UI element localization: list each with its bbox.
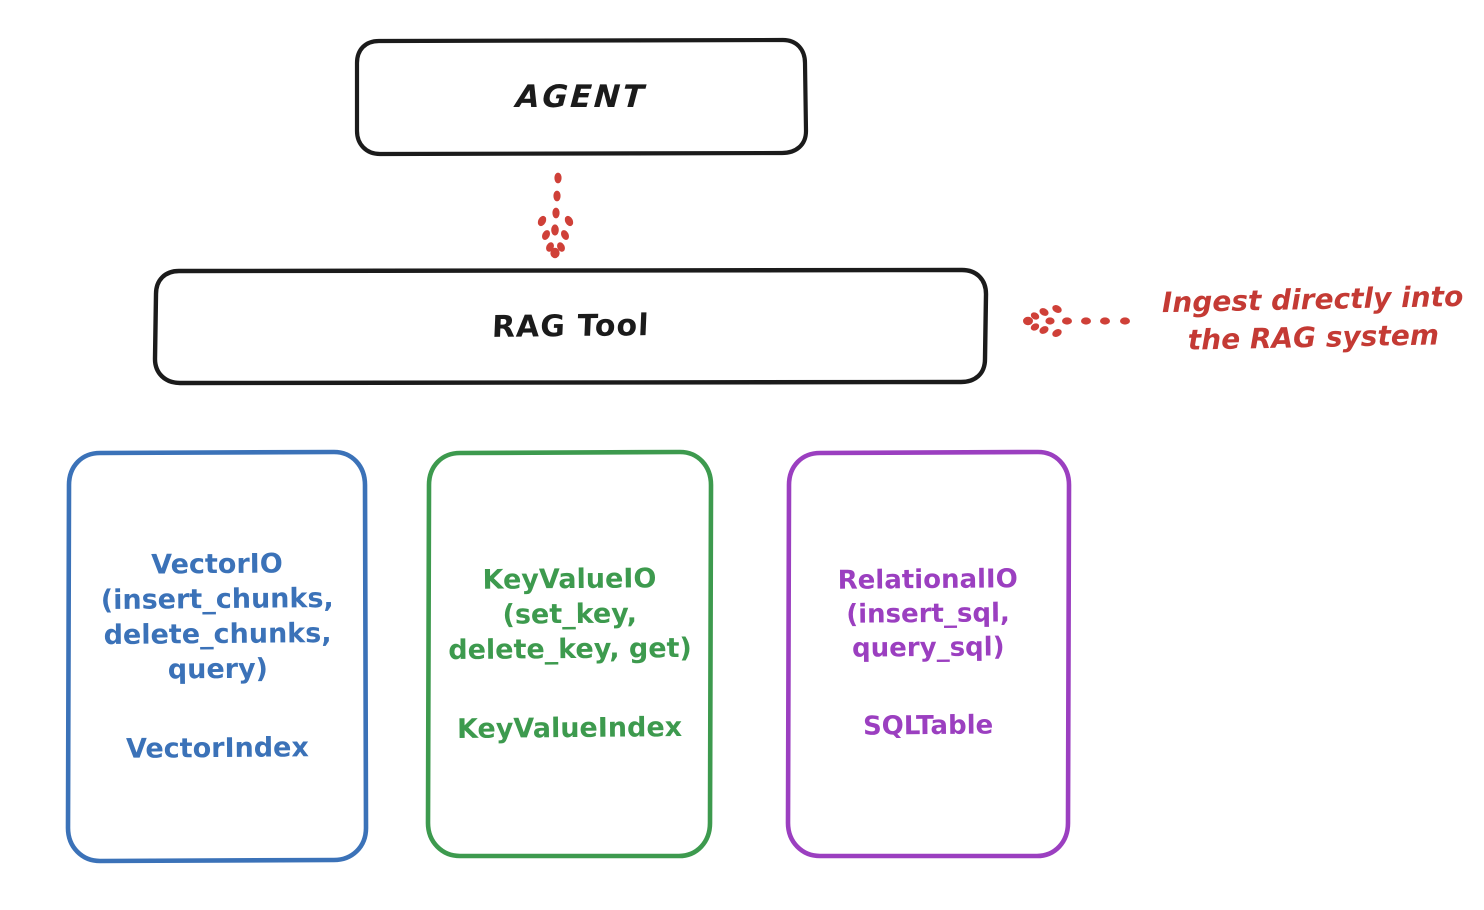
vector-card-outline xyxy=(65,449,369,864)
vector-io-api-label: VectorIO (insert_chunks, delete_chunks, … xyxy=(100,548,334,686)
agent-node[interactable]: AGENT xyxy=(357,40,805,154)
vector-index-label: VectorIndex xyxy=(125,732,309,765)
relational-io-api-label: RelationalIO (insert_sql, query_sql) xyxy=(838,564,1019,664)
sql-table-label: SQLTable xyxy=(863,710,994,742)
agent-label: AGENT xyxy=(514,79,648,115)
key-value-io-api-label: KeyValueIO (set_key, delete_key, get) xyxy=(447,563,692,667)
vector-io-card[interactable]: VectorIO (insert_chunks, delete_chunks, … xyxy=(68,452,366,861)
keyvalue-card-outline xyxy=(425,449,714,859)
ingest-connector-arrow xyxy=(1023,305,1130,337)
relational-io-card[interactable]: RelationalIO (insert_sql, query_sql) SQL… xyxy=(788,452,1069,856)
agent-box-outline xyxy=(354,37,809,157)
rag-tool-node[interactable]: RAG Tool xyxy=(155,270,986,383)
rag-tool-label: RAG Tool xyxy=(491,308,650,345)
relational-card-outline xyxy=(785,449,1072,859)
key-value-io-card[interactable]: KeyValueIO (set_key, delete_key, get) Ke… xyxy=(428,452,711,856)
agent-to-ragtool-connector xyxy=(537,172,574,259)
ingest-annotation-label: Ingest directly into the RAG system xyxy=(1161,279,1464,357)
rag-tool-box-outline xyxy=(152,267,989,386)
key-value-index-label: KeyValueIndex xyxy=(456,712,683,746)
